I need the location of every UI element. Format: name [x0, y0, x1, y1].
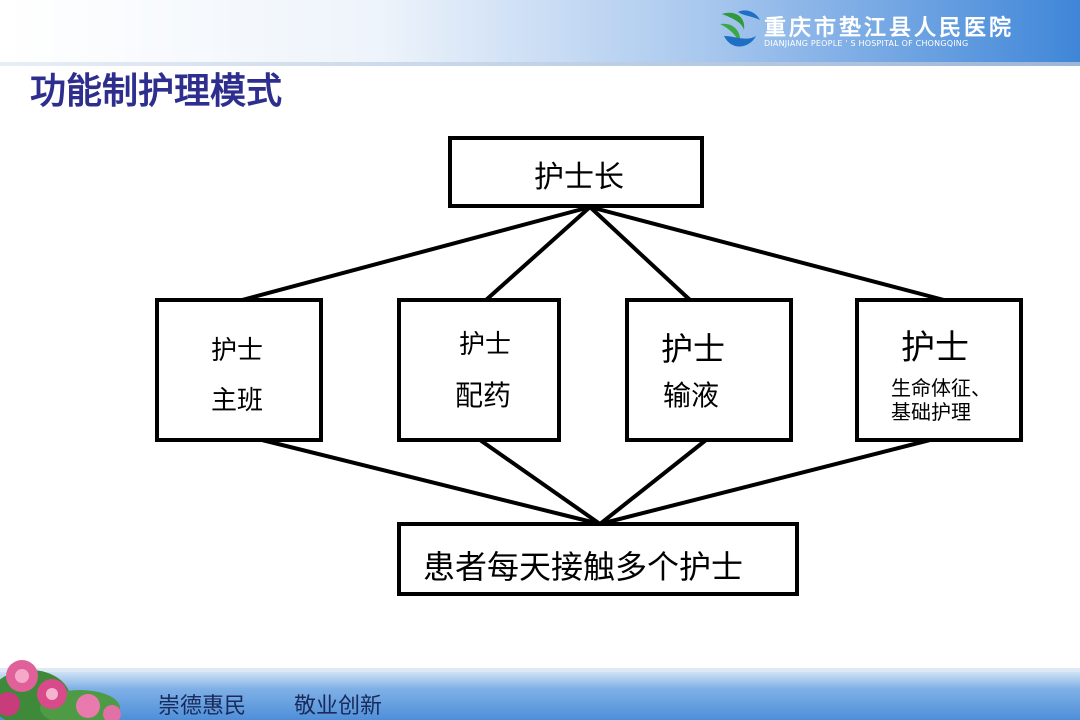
footer-divider: [0, 668, 1080, 672]
header-divider: [0, 62, 1080, 66]
flower-decoration-icon: [0, 660, 121, 720]
nurse-box-4-line3: 基础护理: [891, 400, 971, 424]
hospital-name-cn: 重庆市垫江县人民医院: [764, 15, 1015, 41]
connector-top-to-nurse-3: [588, 205, 692, 302]
nurse-box-2-line2: 配药: [455, 379, 512, 412]
nurse-box-1-line1: 护士: [211, 336, 264, 366]
connector-top-to-nurse-4: [589, 205, 945, 302]
footer-slogan-1: 崇德惠民: [158, 694, 247, 719]
nurse-box-infusion: 护士 输液: [625, 298, 793, 442]
nurse-box-1-line2: 主班: [211, 386, 264, 416]
nurse-box-2-line1: 护士: [459, 330, 512, 360]
footer-band: [0, 672, 1080, 720]
head-nurse-label: 护士长: [534, 160, 624, 195]
connector-top-to-nurse-1: [241, 205, 591, 302]
nurse-box-3-line1: 护士: [661, 330, 726, 368]
nurse-box-4-line1: 护士: [901, 328, 969, 368]
connector-nurse-1-to-bottom: [261, 438, 601, 526]
nurse-box-vitals-basic-care: 护士 生命体征、 基础护理: [855, 298, 1023, 442]
page-title: 功能制护理模式: [30, 71, 283, 112]
nurse-box-3-line2: 输液: [663, 379, 720, 412]
header-band: [0, 0, 1080, 62]
head-nurse-box: 护士长: [448, 136, 704, 208]
connector-nurse-3-to-bottom: [598, 438, 708, 526]
patient-contact-label: 患者每天接触多个护士: [423, 548, 744, 586]
hospital-name-en: DIANJIANG PEOPLE ' S HOSPITAL OF CHONGQI…: [764, 39, 969, 48]
connector-nurse-2-to-bottom: [478, 438, 602, 526]
hospital-logo-icon: [720, 10, 760, 47]
nurse-box-4-line2: 生命体征、: [891, 376, 991, 400]
connector-top-to-nurse-2: [484, 205, 592, 302]
connector-nurse-4-to-bottom: [599, 438, 931, 526]
nurse-box-dispensing: 护士 配药: [397, 298, 561, 442]
nurse-box-main-shift: 护士 主班: [155, 298, 323, 442]
footer-slogan-2: 敬业创新: [294, 694, 383, 719]
patient-contact-box: 患者每天接触多个护士: [397, 522, 799, 596]
